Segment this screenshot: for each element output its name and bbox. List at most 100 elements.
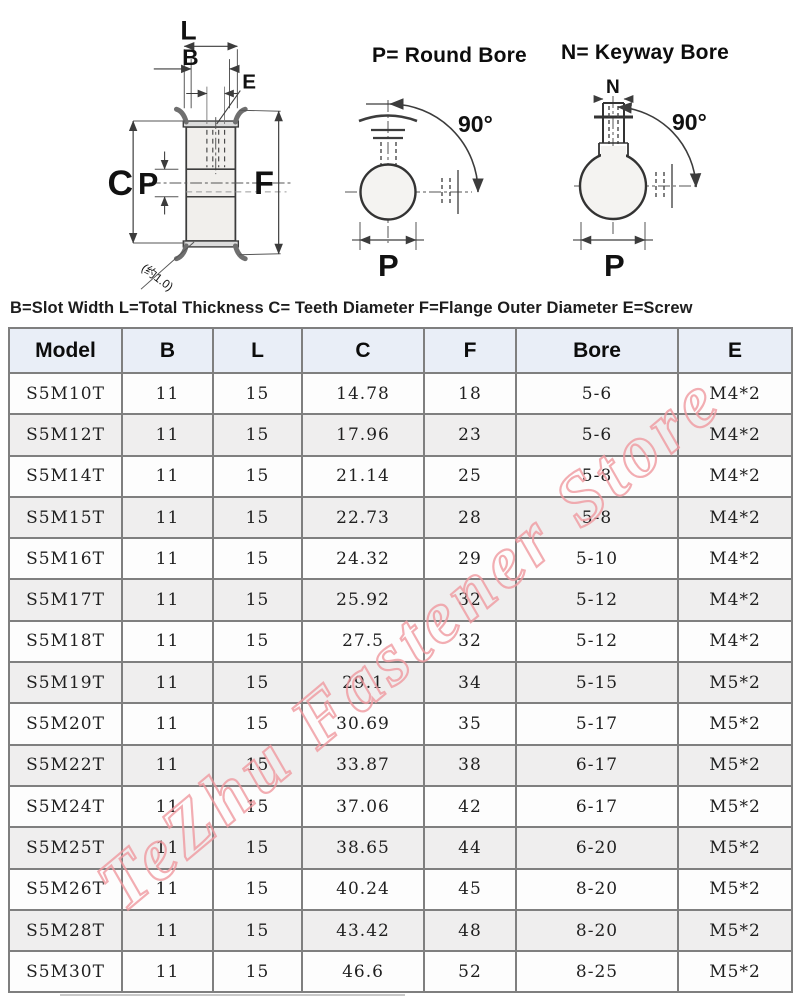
model-cell: S5M26T xyxy=(8,867,123,911)
spec-cell: M5*2 xyxy=(677,702,793,746)
spec-cell: 11 xyxy=(121,702,214,746)
spec-cell: 8-25 xyxy=(515,950,679,994)
spec-cell: 42 xyxy=(423,784,517,829)
model-cell: S5M30T xyxy=(8,950,123,994)
model-cell: S5M24T xyxy=(8,784,123,829)
keyway-bore-dim-label: P xyxy=(604,248,625,283)
spec-cell: M4*2 xyxy=(677,413,793,457)
spec-cell: 14.78 xyxy=(301,371,425,416)
spec-cell: 27.5 xyxy=(301,619,425,664)
model-cell: S5M28T xyxy=(8,908,123,953)
spec-cell: 11 xyxy=(121,578,214,622)
spec-cell: 15 xyxy=(212,743,303,787)
spec-cell: 5-10 xyxy=(515,537,679,581)
spec-cell: M4*2 xyxy=(677,578,793,622)
spec-cell: 33.87 xyxy=(301,743,425,787)
header-e: E xyxy=(677,327,793,374)
spec-cell: M5*2 xyxy=(677,784,793,829)
spec-cell: 5-15 xyxy=(515,661,679,705)
keyway-bore-title: N= Keyway Bore xyxy=(561,41,729,64)
angle-label: 90° xyxy=(458,111,493,137)
cropped-row-artifact xyxy=(60,994,405,996)
model-cell: S5M17T xyxy=(8,578,123,622)
spec-cell: 5-8 xyxy=(515,495,679,540)
header-l: L xyxy=(212,327,303,374)
spec-cell: M5*2 xyxy=(677,826,793,870)
spec-cell: 5-12 xyxy=(515,619,679,664)
spec-cell: 23 xyxy=(423,413,517,457)
spec-cell: 52 xyxy=(423,950,517,994)
spec-cell: 25.92 xyxy=(301,578,425,622)
spec-cell: 38 xyxy=(423,743,517,787)
spec-cell: 11 xyxy=(121,950,214,994)
header-c: C xyxy=(301,327,425,374)
spec-cell: 29.1 xyxy=(301,661,425,705)
flange-thickness-note: (约1.0) xyxy=(139,261,176,294)
dimension-legend: B=Slot Width L=Total Thickness C= Teeth … xyxy=(10,299,693,317)
spec-cell: 11 xyxy=(121,537,214,581)
dim-label-C: C xyxy=(108,163,134,203)
spec-cell: 15 xyxy=(212,495,303,540)
dim-label-F: F xyxy=(254,165,274,201)
spec-cell: 22.73 xyxy=(301,495,425,540)
spec-cell: 11 xyxy=(121,454,214,498)
washer-arc xyxy=(358,114,418,123)
spec-cell: 6-20 xyxy=(515,826,679,870)
spec-cell: 30.69 xyxy=(301,702,425,746)
angle-arc xyxy=(389,98,484,193)
spec-cell: 11 xyxy=(121,908,214,953)
spec-cell: 15 xyxy=(212,413,303,457)
angle-label: 90° xyxy=(672,109,707,135)
spec-cell: 6-17 xyxy=(515,743,679,787)
spec-cell: 15 xyxy=(212,661,303,705)
round-bore-circle xyxy=(359,163,417,221)
spec-cell: 34 xyxy=(423,661,517,705)
spec-cell: 11 xyxy=(121,495,214,540)
spec-cell: 15 xyxy=(212,784,303,829)
side-screw-dashes xyxy=(441,178,451,206)
spec-cell: M5*2 xyxy=(677,950,793,994)
header-b: B xyxy=(121,327,214,374)
spec-cell: 43.42 xyxy=(301,908,425,953)
spec-cell: 15 xyxy=(212,454,303,498)
spec-cell: 37.06 xyxy=(301,784,425,829)
spec-cell: 40.24 xyxy=(301,867,425,911)
spec-cell: 15 xyxy=(212,371,303,416)
spec-cell: 44 xyxy=(423,826,517,870)
spec-cell: 32 xyxy=(423,578,517,622)
spec-cell: 25 xyxy=(423,454,517,498)
spec-cell: 15 xyxy=(212,867,303,911)
spec-cell: M4*2 xyxy=(677,454,793,498)
dim-label-E: E xyxy=(242,71,256,94)
round-bore-dim-label: P xyxy=(378,248,399,283)
spec-cell: 15 xyxy=(212,908,303,953)
keyway-bore-diagram: N 90° P xyxy=(573,77,707,283)
spec-cell: M4*2 xyxy=(677,537,793,581)
spec-cell: 29 xyxy=(423,537,517,581)
screw-hole-dashes xyxy=(206,129,226,168)
keyway-bore-circle xyxy=(578,151,648,221)
spec-cell: 5-8 xyxy=(515,454,679,498)
spec-cell: 11 xyxy=(121,661,214,705)
model-cell: S5M16T xyxy=(8,537,123,581)
spec-cell: M5*2 xyxy=(677,908,793,953)
model-cell: S5M14T xyxy=(8,454,123,498)
spec-cell: 28 xyxy=(423,495,517,540)
spec-cell: 35 xyxy=(423,702,517,746)
model-cell: S5M22T xyxy=(8,743,123,787)
spec-cell: 15 xyxy=(212,826,303,870)
spec-cell: 45 xyxy=(423,867,517,911)
round-bore-title: P= Round Bore xyxy=(372,44,527,67)
model-cell: S5M12T xyxy=(8,413,123,457)
spec-cell: 5-6 xyxy=(515,413,679,457)
